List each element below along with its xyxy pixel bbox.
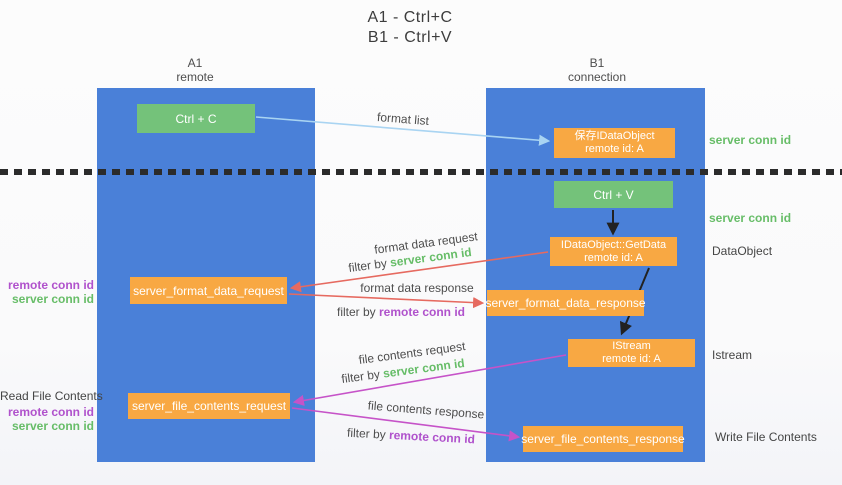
node-format-request-label: server_format_data_request xyxy=(133,283,284,298)
node-istream-line1: IStream xyxy=(612,340,651,352)
arrow-format-data-response xyxy=(288,293,485,309)
left-label-remote-conn-id-2: remote conn id xyxy=(7,405,94,419)
right-label-dataobject: DataObject xyxy=(712,244,773,258)
label-format-data-response: format data response xyxy=(360,281,474,295)
filter-by-text: filter by xyxy=(347,255,392,276)
column-b-header: B1 connection xyxy=(527,56,667,84)
node-idataobject-getdata: IDataObject::GetData remote id: A xyxy=(550,237,677,266)
node-server-format-data-response: server_format_data_response xyxy=(485,290,646,316)
node-server-file-contents-request: server_file_contents_request xyxy=(128,393,290,419)
node-file-request-label: server_file_contents_request xyxy=(131,399,287,413)
left-label-read-file-contents: Read File Contents xyxy=(0,389,103,403)
label-format-list: format list xyxy=(376,109,430,129)
left-ids-format-request: remote conn id server conn id xyxy=(0,278,94,306)
phase-divider-dotted-line xyxy=(0,169,842,175)
diagram-title: A1 - Ctrl+C B1 - Ctrl+V xyxy=(0,8,820,48)
right-label-server-conn-id-2: server conn id xyxy=(709,211,792,225)
node-ctrl-v: Ctrl + V xyxy=(554,181,673,208)
title-line-1: A1 - Ctrl+C xyxy=(367,9,453,26)
column-a-header: A1 remote xyxy=(125,56,265,84)
node-server-file-contents-response: server_file_contents_response xyxy=(521,426,685,452)
node-ctrl-c-label: Ctrl + C xyxy=(175,111,217,126)
left-ids-file-request: remote conn id server conn id xyxy=(0,405,94,433)
label-file-contents-response: file contents response xyxy=(367,398,485,422)
column-a-id: A1 xyxy=(187,56,203,70)
node-server-format-data-request: server_format_data_request xyxy=(130,277,287,304)
right-label-write-file-contents: Write File Contents xyxy=(715,430,817,444)
column-b-subtitle: connection xyxy=(567,70,627,84)
filter-by-text: filter by xyxy=(336,305,379,319)
filter-by-text: filter by xyxy=(340,366,385,387)
label-filter-by-remote-conn-id-1: filter by remote conn id xyxy=(337,305,465,319)
left-label-server-conn-id-1: server conn id xyxy=(11,292,94,306)
filter-by-text: filter by xyxy=(346,425,390,442)
node-save-idataobject-line2: remote id: A xyxy=(585,143,644,155)
left-label-server-conn-id-2: server conn id xyxy=(11,419,94,433)
node-ctrl-v-label: Ctrl + V xyxy=(593,187,634,202)
node-getdata-line2: remote id: A xyxy=(584,251,643,264)
right-label-istream: Istream xyxy=(712,348,753,362)
label-filter-by-remote-conn-id-2: filter by remote conn id xyxy=(347,426,476,447)
node-save-idataobject: 保存IDataObject remote id: A xyxy=(554,128,675,158)
right-label-server-conn-id-1: server conn id xyxy=(709,133,792,147)
remote-conn-id-text: remote conn id xyxy=(388,427,476,447)
node-istream: IStream remote id: A xyxy=(568,339,695,367)
title-line-2: B1 - Ctrl+V xyxy=(367,29,453,46)
column-b-id: B1 xyxy=(589,56,605,70)
column-a-subtitle: remote xyxy=(176,70,214,84)
node-ctrl-c: Ctrl + C xyxy=(137,104,255,133)
node-save-idataobject-line1: 保存IDataObject xyxy=(574,130,655,142)
node-file-response-label: server_file_contents_response xyxy=(521,432,685,446)
node-getdata-line1: IDataObject::GetData xyxy=(560,238,667,251)
left-label-remote-conn-id-1: remote conn id xyxy=(7,278,94,292)
node-format-response-label: server_format_data_response xyxy=(485,296,646,310)
node-istream-line2: remote id: A xyxy=(602,353,661,365)
remote-conn-id-text: remote conn id xyxy=(379,305,466,319)
